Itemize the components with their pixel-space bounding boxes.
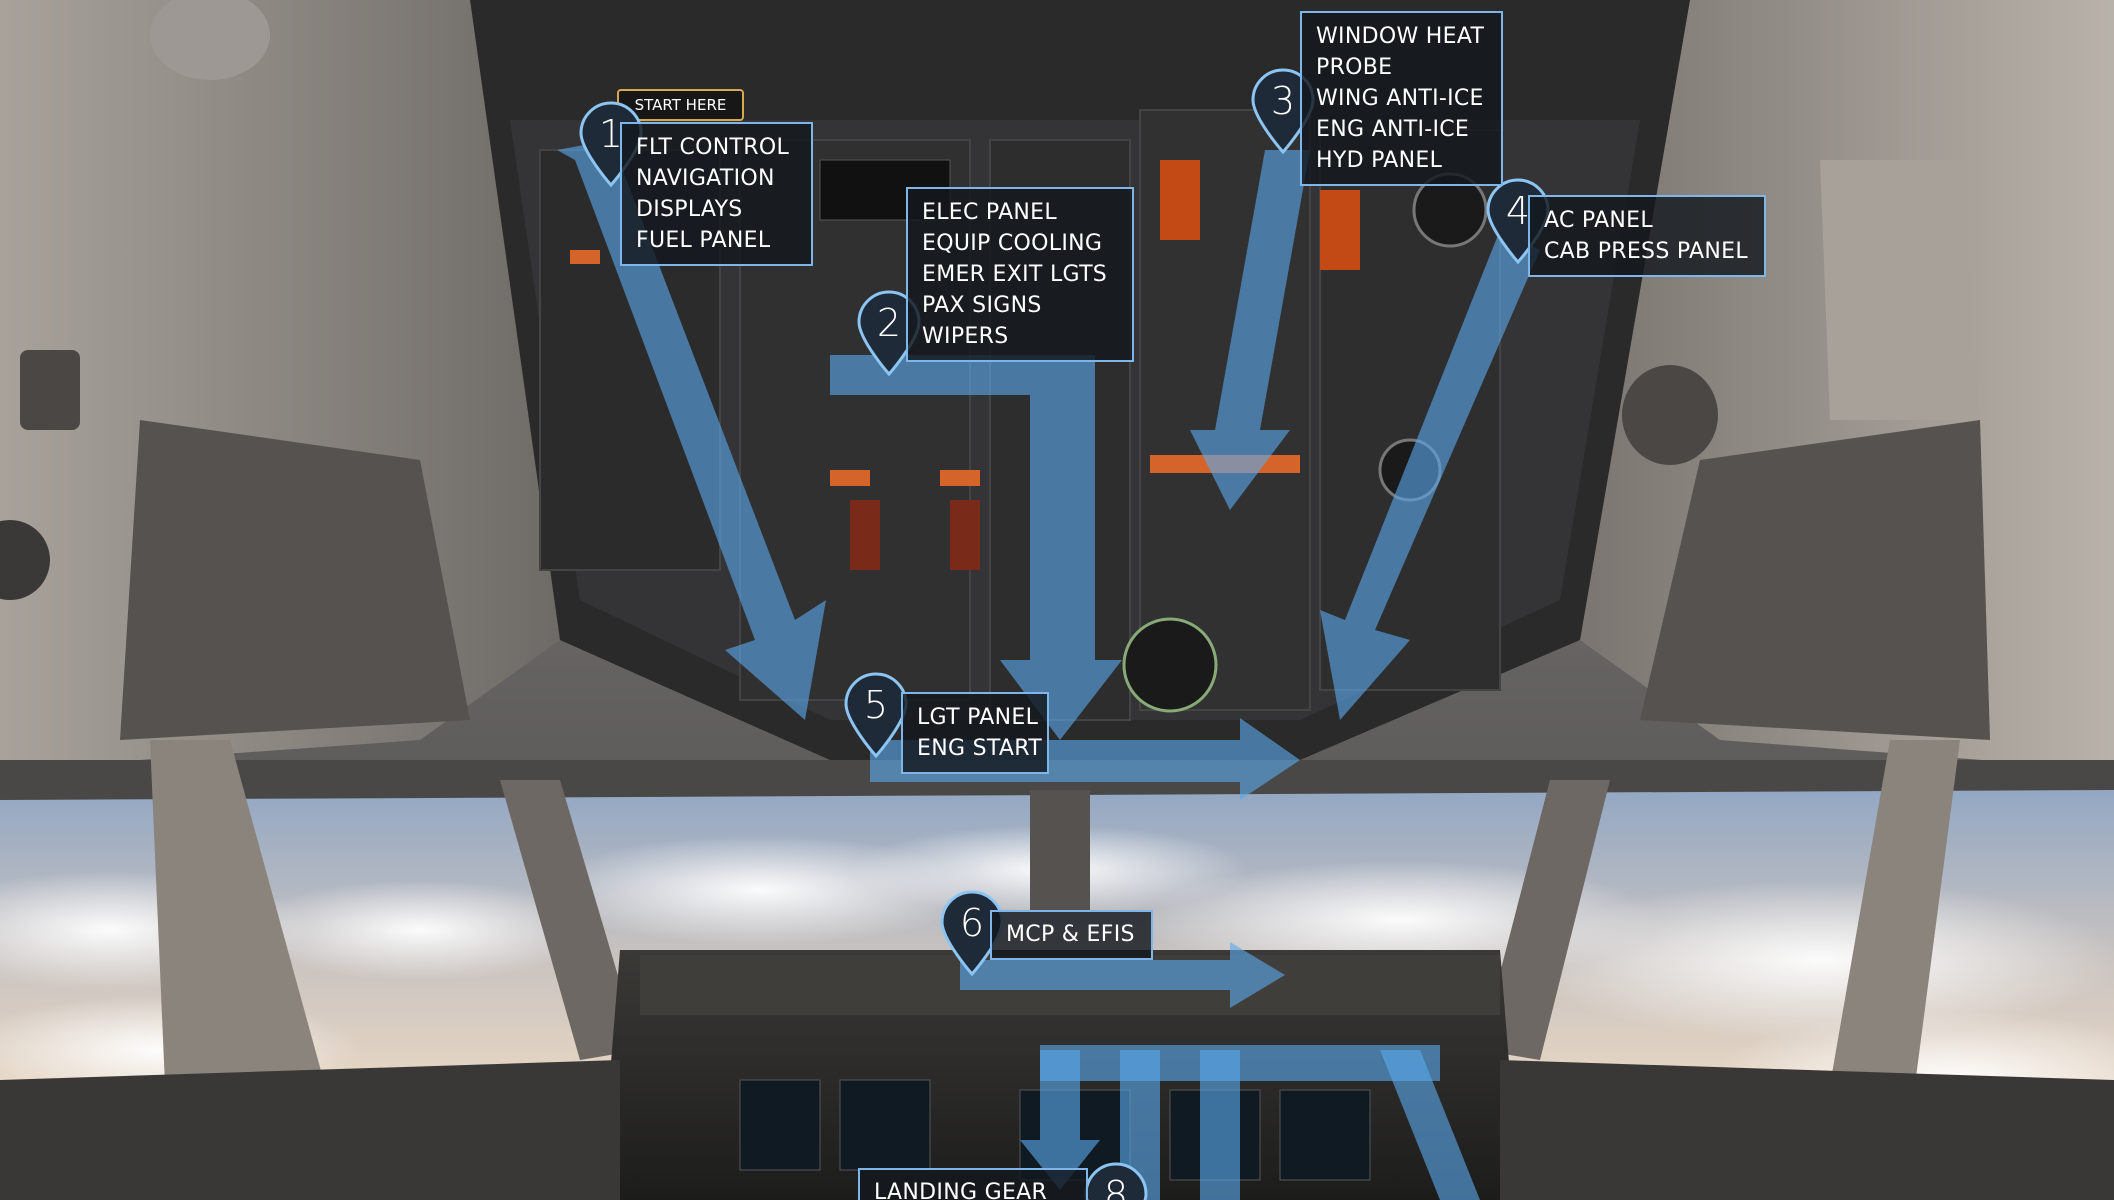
callout-line: WINDOW HEAT [1316, 24, 1485, 49]
pin-number: 8 [1103, 1173, 1129, 1200]
callout-line: MCP & EFIS [1006, 922, 1135, 947]
callout-6-label: MCP & EFIS [990, 910, 1153, 960]
start-here-tag: START HERE [617, 89, 744, 121]
callout-line: PROBE [1316, 55, 1393, 80]
pin-6: 6 [938, 890, 1006, 978]
pin-number: 1 [598, 112, 624, 156]
callout-line: PAX SIGNS [922, 293, 1042, 318]
callout-line: WIPERS [922, 324, 1009, 349]
pin-5: 5 [842, 672, 910, 760]
callout-line: EMER EXIT LGTS [922, 262, 1108, 287]
callout-line: WING ANTI-ICE [1316, 86, 1484, 111]
callout-2-label: ELEC PANEL EQUIP COOLING EMER EXIT LGTS … [906, 187, 1134, 362]
callout-line: EQUIP COOLING [922, 231, 1103, 256]
callout-line: LANDING GEAR [874, 1180, 1048, 1200]
callout-line: DISPLAYS [636, 197, 743, 222]
callout-line: ENG START [917, 736, 1042, 761]
pin-number: 6 [959, 901, 985, 945]
callout-4-label: AC PANEL CAB PRESS PANEL [1528, 195, 1766, 277]
callout-line: LGT PANEL [917, 705, 1039, 730]
callout-line: ENG ANTI-ICE [1316, 117, 1470, 142]
callout-line: HYD PANEL [1316, 148, 1443, 173]
pin-number: 4 [1505, 189, 1531, 233]
callout-line: FUEL PANEL [636, 228, 771, 253]
callout-line: CAB PRESS PANEL [1544, 239, 1748, 264]
callout-5-label: LGT PANEL ENG START [901, 692, 1049, 774]
callout-line: NAVIGATION [636, 166, 775, 191]
pin-number: 2 [876, 301, 902, 345]
callout-line: FLT CONTROL [636, 135, 790, 160]
pin-8: 8 [1082, 1162, 1150, 1200]
callout-3-label: WINDOW HEAT PROBE WING ANTI-ICE ENG ANTI… [1300, 11, 1503, 186]
callout-8-label: LANDING GEAR [858, 1168, 1088, 1200]
callout-line: AC PANEL [1544, 208, 1653, 233]
callout-1-label: FLT CONTROL NAVIGATION DISPLAYS FUEL PAN… [620, 122, 813, 266]
pin-number: 5 [863, 683, 889, 727]
callout-line: ELEC PANEL [922, 200, 1057, 225]
pin-3: 3 [1249, 68, 1317, 156]
pin-number: 3 [1270, 79, 1296, 123]
